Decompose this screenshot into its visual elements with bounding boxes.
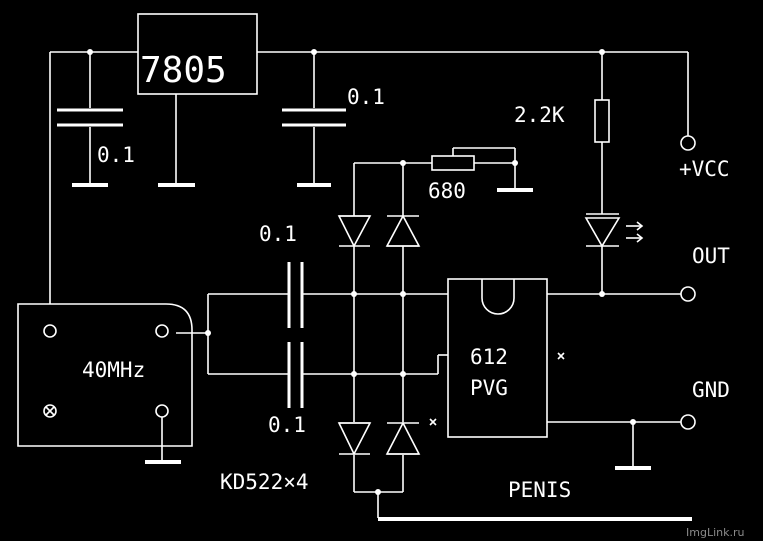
regulator-label: 7805	[140, 50, 227, 91]
ic-label-2: PVG	[470, 376, 508, 400]
gnd-label: GND	[692, 378, 730, 402]
potentiometer-680	[431, 155, 475, 171]
junction	[400, 371, 406, 377]
led-light-arrows	[626, 221, 644, 243]
osc-pin	[155, 324, 169, 338]
diode-3	[337, 422, 372, 456]
cap-out-label: 0.1	[347, 85, 385, 109]
caption-label: PENIS	[508, 478, 571, 502]
ic-612-pvg	[447, 278, 548, 438]
diode-4	[385, 421, 421, 455]
watermark: ImgLink.ru	[686, 526, 744, 539]
osc-pin	[155, 404, 169, 418]
junction	[400, 291, 406, 297]
junction	[351, 371, 357, 377]
junction	[205, 330, 211, 336]
osc-pin-nc	[43, 404, 57, 418]
resistor-2k2	[594, 99, 610, 143]
diode-2	[385, 214, 421, 247]
ic-label-1: 612	[470, 345, 508, 369]
out-label: OUT	[692, 244, 730, 268]
pot-label: 680	[428, 179, 466, 203]
cap-in-label: 0.1	[97, 143, 135, 167]
oscillator-label: 40MHz	[82, 358, 145, 382]
oscillator-40mhz	[17, 303, 193, 447]
junction	[351, 291, 357, 297]
led-diode	[584, 217, 621, 248]
resistor-label: 2.2K	[514, 103, 565, 127]
osc-pin	[43, 324, 57, 338]
gnd-terminal	[680, 414, 696, 430]
diode-1	[337, 215, 372, 248]
diodes-label: KD522×4	[220, 470, 309, 494]
cap-bottom-label: 0.1	[268, 413, 306, 437]
ic-notch	[481, 279, 515, 315]
cap-top-label: 0.1	[259, 222, 297, 246]
vcc-label: +VCC	[679, 157, 730, 181]
regulator-7805	[137, 13, 258, 95]
vcc-terminal	[680, 135, 696, 151]
junction	[512, 160, 518, 166]
out-terminal	[680, 286, 696, 302]
